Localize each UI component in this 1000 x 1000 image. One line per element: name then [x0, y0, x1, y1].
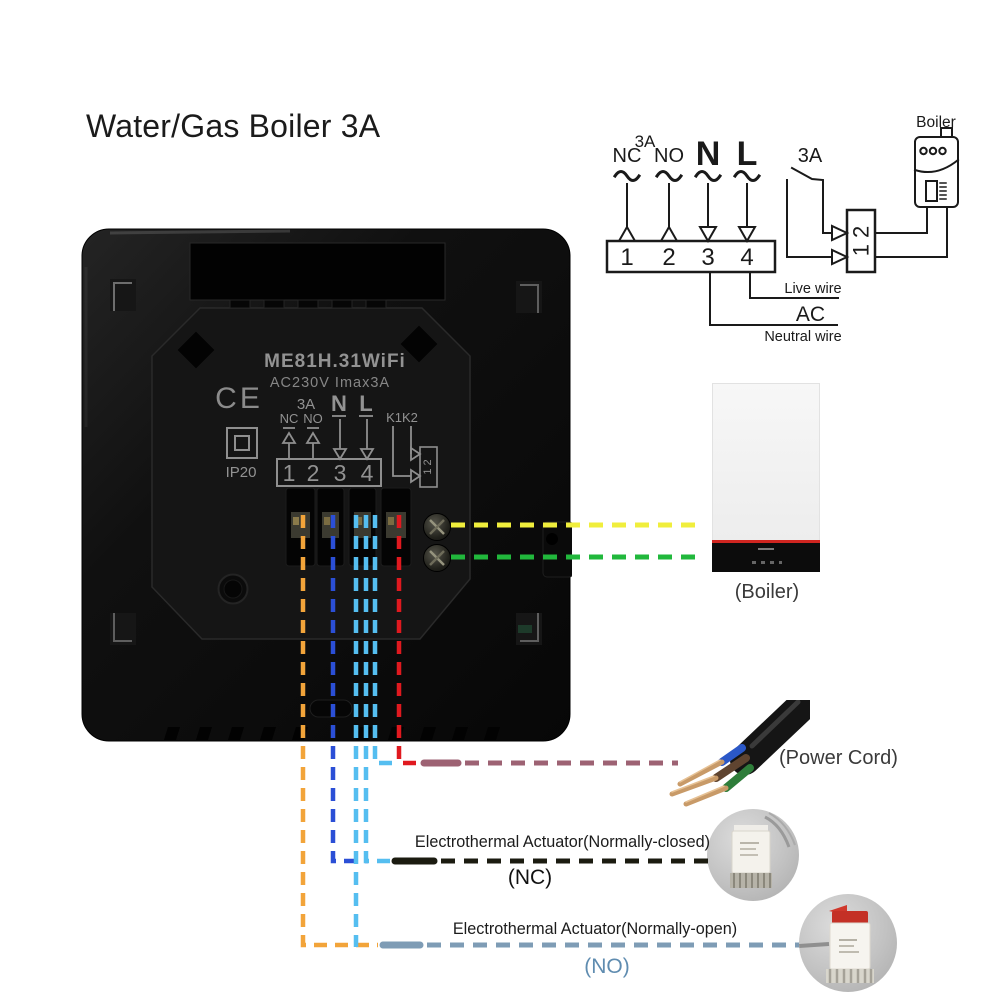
boiler-box-12: 1 2 [849, 226, 874, 257]
boiler-logo [758, 548, 774, 550]
tilde-n [693, 170, 723, 182]
nc-actuator-caption: Electrothermal Actuator(Normally-closed) [414, 833, 710, 851]
diamond-cutout-right [400, 325, 438, 363]
arrow-right-2 [831, 224, 850, 242]
label-live-wire: Live wire [784, 281, 841, 297]
cord-sheath-highlight [749, 700, 801, 749]
nc-actuator-cable [764, 815, 791, 848]
label-n: N [696, 135, 721, 173]
insulation-symbol-outer [226, 427, 258, 459]
block-number-2: 2 [662, 244, 675, 271]
nc-actuator-cap [734, 825, 768, 833]
block-number-1: 1 [620, 244, 633, 271]
ip20-text: IP20 [226, 464, 257, 481]
nc-abbr-label: (NC) [507, 866, 553, 889]
label-nc: NC [613, 145, 642, 167]
terminal-number-box [276, 458, 382, 487]
bottom-slot [309, 699, 353, 718]
arrow-down-l [737, 226, 757, 244]
boiler-control-panel [712, 543, 820, 572]
t-number-2: 2 [307, 460, 320, 486]
switch-left-lead [786, 179, 833, 258]
thermostat-device: ME81H.31WiFi AC230V Imax3A CE 3A N L NC … [81, 228, 572, 742]
power-cord-caption: (Power Cord) [779, 747, 898, 769]
label-boiler: Boiler [916, 114, 956, 131]
corner-clips [110, 279, 542, 645]
k1k2-text: K1K2 [386, 410, 418, 425]
fuse-text: 3A [297, 396, 315, 413]
model-text: ME81H.31WiFi [264, 351, 406, 372]
no-actuator-red-cap [832, 911, 868, 924]
page-title: Water/Gas Boiler 3A [86, 108, 381, 144]
label-l: L [737, 135, 758, 173]
cord-copper-strands [669, 759, 729, 807]
n-text: N [331, 391, 347, 416]
label-neutral-wire: Neutral wire [764, 329, 841, 345]
tilde-l [732, 170, 762, 182]
aux-box-12: 1 2 [422, 459, 434, 474]
nc-actuator-photo [707, 809, 799, 901]
t-number-1: 1 [283, 460, 296, 486]
power-cord-photo [669, 700, 810, 807]
boiler-icon [913, 127, 960, 208]
t-number-4: 4 [361, 460, 374, 486]
l-text: L [359, 391, 372, 416]
tilde-no [654, 170, 684, 182]
label-switch-3a: 3A [798, 145, 823, 167]
no-actuator-caption: Electrothermal Actuator(Normally-open) [452, 920, 738, 938]
printed-symbols [226, 415, 438, 488]
no-text: NO [303, 411, 323, 426]
module-teeth [229, 299, 387, 309]
cord-wire-blue [718, 744, 746, 766]
k1k2-screws [423, 513, 451, 572]
label-no: NO [654, 145, 684, 167]
boiler-photo [712, 383, 820, 572]
top-recess [189, 242, 446, 301]
nc-text: NC [280, 411, 299, 426]
arrow-up-no [659, 224, 679, 242]
terminal-block [605, 239, 777, 274]
plate-highlight [109, 229, 291, 235]
arrow-up-nc [617, 224, 637, 242]
wiring-schematic: NC 3A NO N L 1 2 3 4 3A 1 2 Boiler Live … [605, 114, 960, 345]
cord-wire-green [722, 764, 754, 792]
arrow-down-n [698, 226, 718, 244]
arrow-right-1 [831, 248, 850, 266]
schematic-lines [605, 127, 960, 326]
block-number-3: 3 [701, 244, 714, 271]
label-ac: AC [796, 303, 825, 326]
boiler-caption: (Boiler) [734, 581, 800, 603]
latch-tab [542, 521, 572, 578]
no-abbr-label: (NO) [584, 955, 630, 978]
cord-wire-brown [712, 754, 750, 782]
boiler-red-stripe [712, 540, 820, 543]
label-fuse-3a: 3A [635, 132, 656, 151]
reset-button [217, 573, 249, 605]
tilde-nc [612, 170, 642, 182]
boiler-body [712, 383, 820, 541]
boiler-display-dots [752, 561, 782, 564]
block-number-4: 4 [740, 244, 753, 271]
terminal-slots [285, 487, 412, 567]
ce-mark: CE [215, 382, 263, 415]
boiler-terminal-box [845, 208, 877, 274]
diamond-cutout-left [177, 331, 215, 369]
insulation-symbol-inner [234, 435, 250, 451]
aux-terminal-box [419, 446, 438, 488]
switch-blade [790, 166, 833, 234]
rating-text: AC230V Imax3A [270, 375, 390, 391]
cord-sheath [730, 700, 810, 775]
nc-actuator-body [731, 830, 771, 874]
t-number-3: 3 [334, 460, 347, 486]
no-actuator-photo [799, 894, 897, 992]
printed-markings: ME81H.31WiFi AC230V Imax3A CE 3A N L NC … [215, 351, 434, 486]
no-actuator-cable [799, 942, 830, 948]
schematic-labels: NC 3A NO N L 1 2 3 4 3A 1 2 Boiler Live … [613, 114, 956, 345]
